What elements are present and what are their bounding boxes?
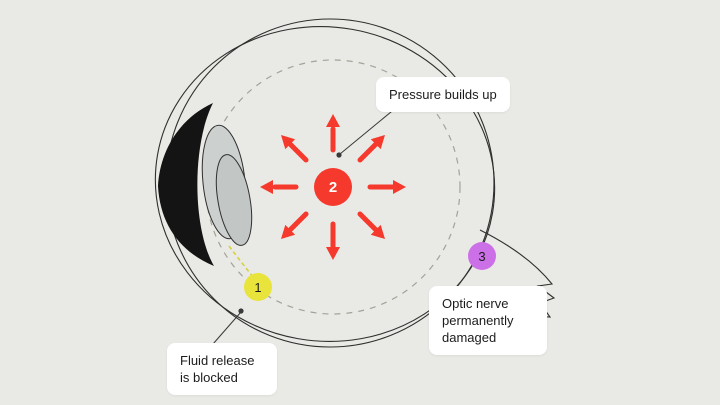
- step-2-marker: 2: [314, 168, 352, 206]
- cornea: [158, 103, 214, 266]
- callout-pressure-builds-up: Pressure builds up: [376, 77, 510, 113]
- step-1-number: 1: [254, 279, 262, 295]
- arrow-up-icon: [326, 114, 340, 153]
- leader-line-fluid: [212, 308, 244, 345]
- fluid-path-dashes: [228, 245, 254, 278]
- callout-optic-nerve-damaged: Optic nerve permanently damaged: [429, 286, 547, 356]
- arrow-down-icon: [326, 221, 340, 260]
- callout-fluid-release-blocked: Fluid release is blocked: [167, 343, 277, 396]
- step-3-marker: 3: [468, 242, 496, 270]
- lens: [201, 124, 253, 246]
- arrow-left-icon: [260, 180, 299, 194]
- arrow-down-left-icon: [281, 211, 309, 239]
- arrow-up-right-icon: [357, 135, 385, 163]
- leader-line-pressure: [336, 106, 398, 158]
- step-1-marker: 1: [244, 273, 272, 301]
- arrow-down-right-icon: [357, 211, 385, 239]
- arrow-right-icon: [367, 180, 406, 194]
- step-2-number: 2: [328, 178, 338, 196]
- arrow-up-left-icon: [281, 135, 309, 163]
- step-3-number: 3: [478, 248, 486, 264]
- pressure-arrows: [260, 114, 406, 260]
